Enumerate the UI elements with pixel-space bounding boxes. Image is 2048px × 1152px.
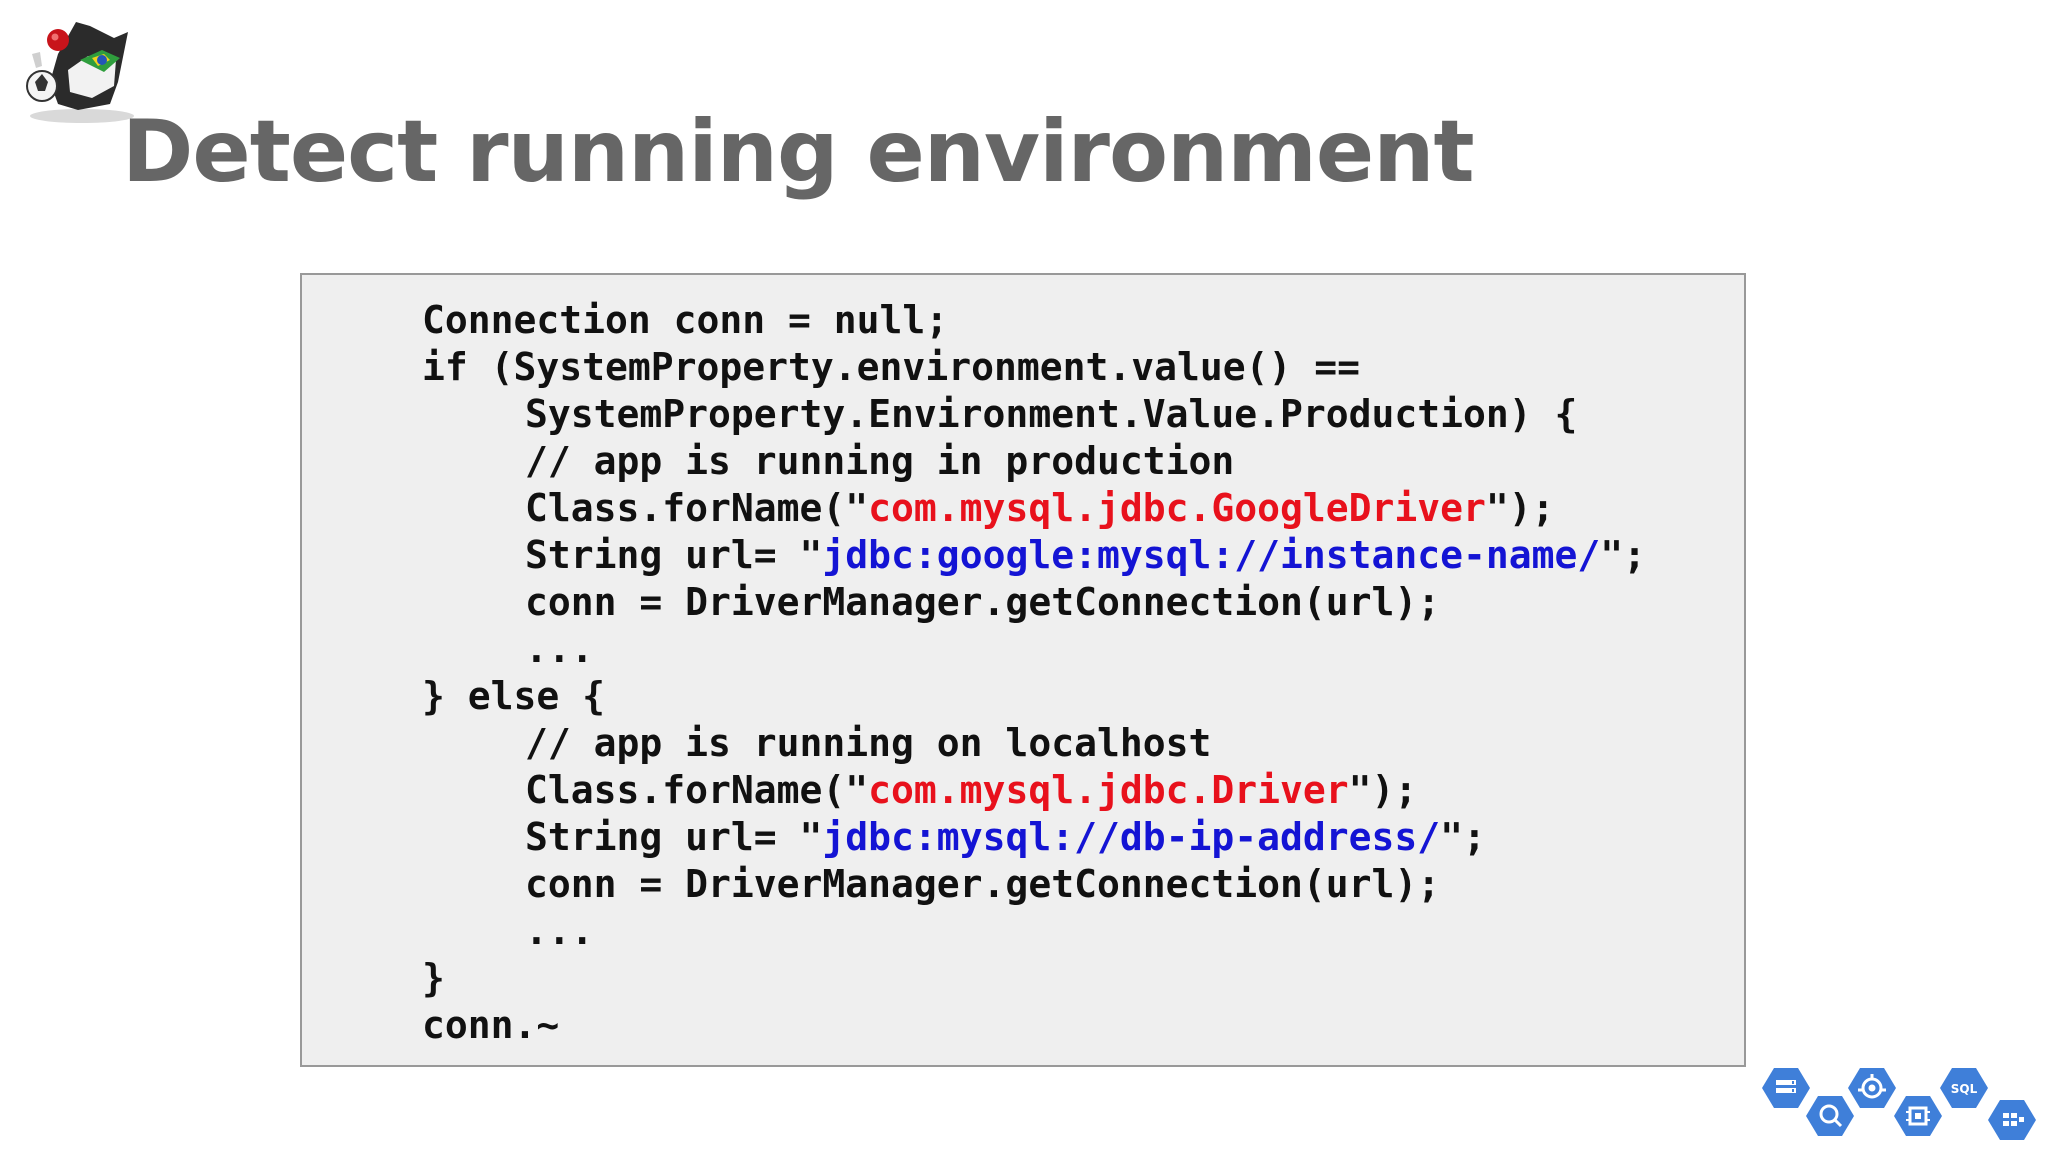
code-text: } else { — [422, 674, 606, 718]
storage-icon — [1762, 1068, 1810, 1108]
code-text: } — [422, 956, 445, 1000]
code-text: String url= " — [525, 815, 823, 859]
datastore-icon — [1988, 1100, 2036, 1140]
code-string-url: jdbc:mysql://db-ip-address/ — [822, 815, 1441, 859]
cloud-services-icon-cluster: SQL — [1762, 1068, 2036, 1140]
code-text: "; — [1600, 533, 1647, 577]
code-text: ... — [525, 909, 594, 953]
code-text: // app is running in production — [525, 439, 1235, 483]
bigquery-icon — [1806, 1096, 1854, 1136]
code-line: Class.forName("com.mysql.jdbc.Driver"); — [422, 767, 1646, 814]
code-text: Connection conn = null; — [422, 298, 949, 342]
code-text: "); — [1348, 768, 1418, 812]
code-line: conn = DriverManager.getConnection(url); — [422, 579, 1646, 626]
svg-text:SQL: SQL — [1951, 1082, 1978, 1096]
slide-title: Detect running environment — [122, 102, 1475, 202]
code-lines: Connection conn = null;if (SystemPropert… — [422, 297, 1646, 1049]
code-line: // app is running on localhost — [422, 720, 1646, 767]
code-line: String url= "jdbc:google:mysql://instanc… — [422, 532, 1646, 579]
code-block: Connection conn = null;if (SystemPropert… — [300, 273, 1746, 1067]
code-line: ... — [422, 626, 1646, 673]
code-line: SystemProperty.Environment.Value.Product… — [422, 391, 1646, 438]
code-line: ... — [422, 908, 1646, 955]
code-line: String url= "jdbc:mysql://db-ip-address/… — [422, 814, 1646, 861]
code-text: Class.forName(" — [525, 486, 869, 530]
code-line: conn.~ — [422, 1002, 1646, 1049]
code-line: } — [422, 955, 1646, 1002]
code-text: String url= " — [525, 533, 823, 577]
java-duke-mascot-icon — [26, 22, 134, 123]
code-string-url: jdbc:google:mysql://instance-name/ — [822, 533, 1601, 577]
app-engine-icon — [1848, 1068, 1896, 1108]
code-line: } else { — [422, 673, 1646, 720]
code-text: conn = DriverManager.getConnection(url); — [525, 862, 1441, 906]
code-line: if (SystemProperty.environment.value() =… — [422, 344, 1646, 391]
code-text: Class.forName(" — [525, 768, 869, 812]
code-text: "); — [1485, 486, 1555, 530]
code-line: // app is running in production — [422, 438, 1646, 485]
code-line: conn = DriverManager.getConnection(url); — [422, 861, 1646, 908]
code-text: // app is running on localhost — [525, 721, 1212, 765]
code-line: Class.forName("com.mysql.jdbc.GoogleDriv… — [422, 485, 1646, 532]
compute-engine-icon — [1894, 1096, 1942, 1136]
code-string-class: com.mysql.jdbc.GoogleDriver — [868, 486, 1486, 530]
code-text: conn.~ — [422, 1003, 560, 1047]
code-text: conn = DriverManager.getConnection(url); — [525, 580, 1441, 624]
code-text: ... — [525, 627, 594, 671]
code-line: Connection conn = null; — [422, 297, 1646, 344]
code-text: if (SystemProperty.environment.value() =… — [422, 345, 1360, 389]
code-text: "; — [1440, 815, 1486, 859]
code-text: SystemProperty.Environment.Value.Product… — [525, 392, 1578, 436]
cloud-sql-icon: SQL — [1940, 1068, 1988, 1108]
code-string-class: com.mysql.jdbc.Driver — [868, 768, 1349, 812]
